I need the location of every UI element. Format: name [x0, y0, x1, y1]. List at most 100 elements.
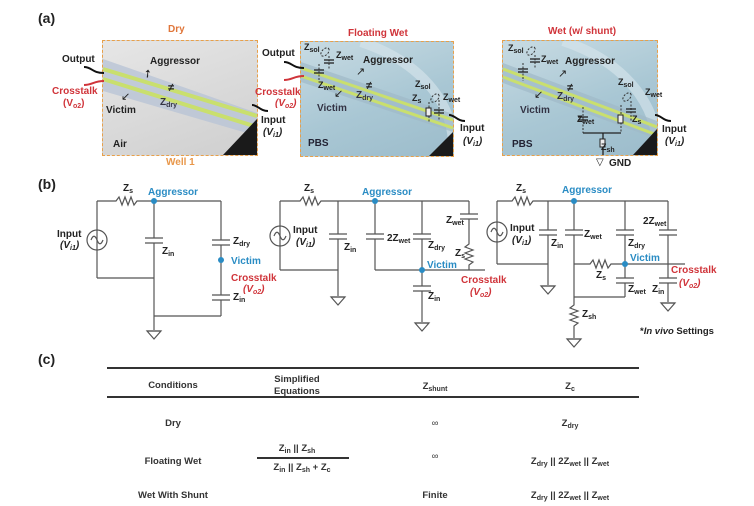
node-aggressor-3 — [571, 198, 577, 204]
z-subscript: wet — [582, 119, 595, 126]
cell-z-c: Zdry — [530, 418, 610, 430]
c1-zin-2: Zin — [233, 293, 246, 305]
z-subscript: wet — [341, 55, 354, 62]
eq-part: || Z — [290, 443, 308, 454]
circuit-dry — [86, 195, 230, 340]
c3-zin-2: Zin — [652, 285, 664, 297]
z-symbol: Z — [455, 248, 462, 259]
fw-input-label: Input — [460, 123, 485, 134]
z-symbol: Z — [628, 238, 635, 249]
c3-zs-mid: Zs — [596, 271, 607, 283]
z-symbol: Z — [428, 291, 435, 302]
c2-zs: Zs — [304, 183, 314, 196]
dry-electrode-image — [103, 59, 257, 155]
v-close: ) — [680, 136, 685, 147]
c3-zsh: Zsh — [582, 309, 597, 322]
panel-c-label: (c) — [38, 351, 56, 367]
c2-zin-2: Zin — [428, 291, 440, 304]
z-symbol: Z — [160, 97, 167, 108]
z-symbol: Z — [304, 183, 311, 194]
v-sub: o2 — [689, 283, 698, 290]
header-z-c: Zc — [540, 381, 600, 393]
z-subscript: sol — [420, 84, 431, 91]
victim-arrow-icon: ↙ — [334, 88, 344, 100]
z-subscript: sol — [623, 82, 634, 89]
z-subscript: wet — [597, 461, 610, 468]
z-symbol: Z — [516, 183, 523, 194]
dry-victim-label: Victim — [106, 105, 136, 116]
c2-vo2: (Vo2) — [470, 288, 492, 300]
coupling-capacitor-icon: ≠ — [366, 80, 373, 92]
z-symbol: Z — [530, 456, 537, 467]
z-subscript: s — [637, 119, 642, 126]
z-subscript: wet — [569, 461, 581, 468]
z-symbol: Z — [162, 246, 169, 257]
cell-z-c: Zdry || 2Zwet || Zwet — [505, 490, 635, 502]
c2-zs-right: Zs — [455, 248, 465, 261]
z-subscript: dry — [536, 495, 548, 502]
table-top-rule — [107, 367, 639, 369]
v-close: ) — [81, 98, 85, 109]
z-symbol: Z — [422, 381, 429, 392]
c1-zin: Zin — [162, 246, 175, 259]
v-sub: i1 — [473, 141, 479, 148]
c3-2zwet: 2Zwet — [643, 216, 666, 229]
v-sub: o2 — [285, 103, 294, 110]
v-close: ) — [261, 284, 265, 295]
c2-zwet: Zwet — [446, 216, 464, 228]
z-symbol: Z — [582, 309, 589, 320]
cell-condition: Wet With Shunt — [138, 490, 208, 501]
z-symbol: Z — [428, 240, 435, 251]
v-symbol: (V — [665, 136, 675, 147]
z-subscript: s — [602, 275, 607, 282]
z-subscript: s — [129, 188, 134, 195]
cell-condition: Floating Wet — [144, 456, 202, 467]
z-subscript: wet — [323, 85, 336, 92]
c3-vo2: (Vo2) — [679, 279, 701, 291]
ground-icon: ▽ — [596, 157, 604, 168]
z-subscript: in — [557, 243, 564, 250]
c2-2zwet: 2Zwet — [387, 234, 410, 246]
c1-crosstalk: Crosstalk — [231, 273, 277, 284]
z-symbol: Z — [233, 236, 240, 247]
c3-victim: Victim — [630, 253, 660, 264]
c3-vi1: (Vi1) — [512, 236, 531, 248]
fw-crosstalk-label: Crosstalk — [255, 87, 301, 98]
header-simplified: Simplified — [274, 374, 320, 385]
z-subscript: in — [168, 251, 175, 258]
z-subscript: wet — [590, 234, 602, 241]
circuit-diagrams — [86, 195, 685, 348]
eq-sub: sh — [301, 467, 311, 474]
ws-input-sym: (Vi1) — [665, 136, 685, 149]
z-symbol: 2Z — [643, 216, 655, 227]
z-symbol: Z — [123, 183, 130, 194]
v-symbol: (V — [296, 237, 306, 248]
fw-input-sym: (Vi1) — [463, 137, 482, 149]
c1-zs: Zs — [123, 183, 134, 196]
wet-shunt-electrode-image — [503, 41, 657, 155]
eq-sub: in — [279, 467, 286, 474]
ws-coupling-label: Zdry — [557, 92, 574, 104]
z-subscript: sh — [588, 314, 597, 321]
fw-zsol-right: Zsol — [415, 79, 431, 92]
z-symbol: Z — [344, 242, 351, 253]
ws-medium-label: PBS — [512, 139, 533, 150]
c1-victim: Victim — [231, 256, 261, 267]
dry-output-label: Output — [62, 54, 95, 65]
z-subscript: dry — [166, 102, 178, 109]
c1-input: Input — [57, 229, 82, 240]
z-subscript: wet — [569, 495, 581, 502]
ws-zwet-shunt: Zwet — [577, 114, 595, 127]
v-sub: i1 — [273, 132, 279, 139]
z-subscript: wet — [452, 220, 464, 227]
v-close: ) — [278, 127, 283, 138]
z-subscript: s — [522, 188, 527, 195]
c3-zwet-2: Zwet — [628, 284, 646, 297]
c3-zs: Zs — [516, 183, 527, 196]
node-victim-2 — [419, 267, 425, 273]
ws-zsh: Zsh — [601, 142, 615, 155]
eq-sub: c — [326, 467, 331, 474]
z-symbol: Z — [628, 284, 635, 295]
z-subscript: dry — [434, 245, 446, 252]
z-subscript: in — [239, 297, 246, 304]
